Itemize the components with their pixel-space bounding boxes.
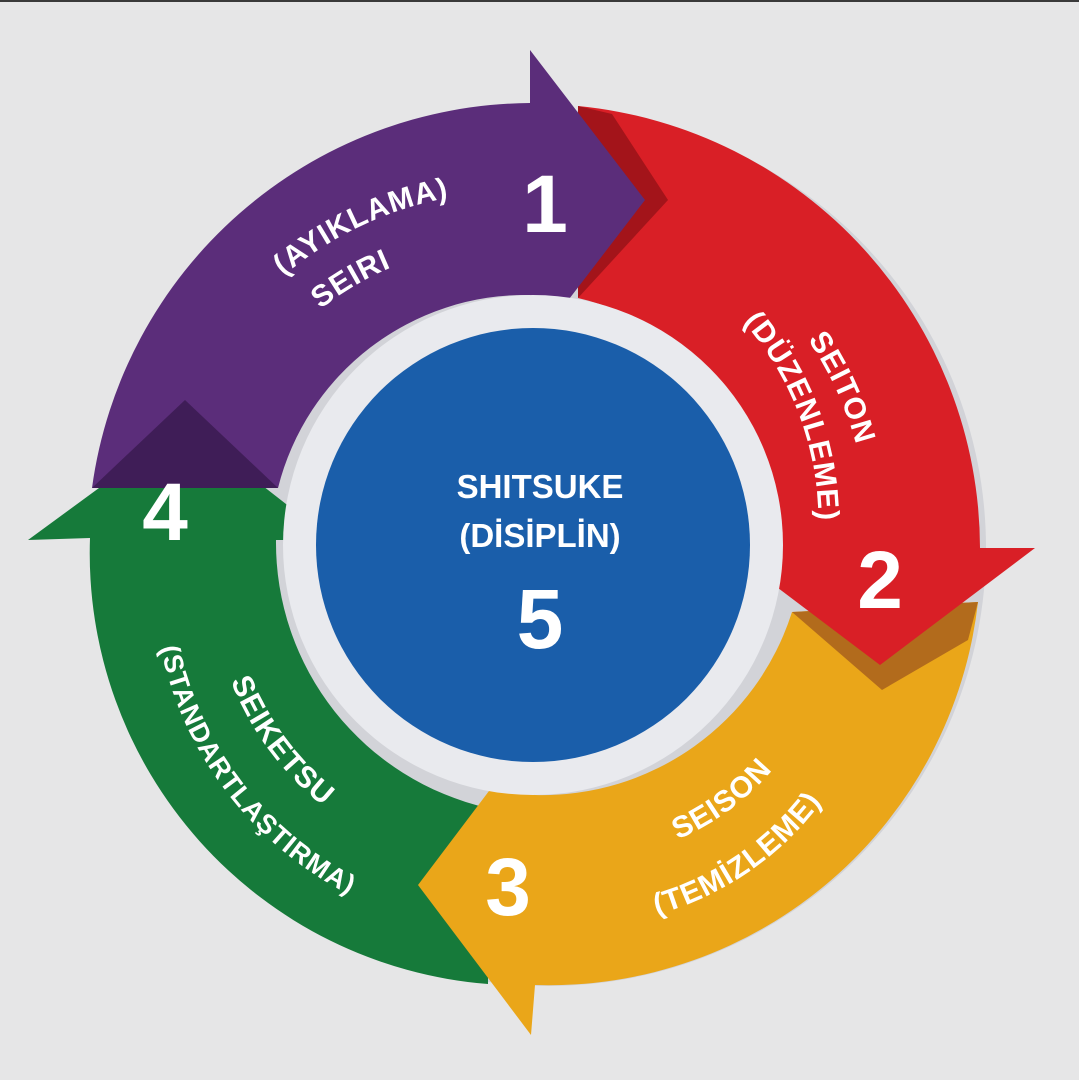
step-4-arrow xyxy=(28,425,488,984)
step-3-number: 3 xyxy=(485,842,531,933)
center-subtitle: (DİSİPLİN) xyxy=(459,517,620,554)
step-4-number: 4 xyxy=(142,467,188,558)
step-3-arrow xyxy=(418,602,978,1035)
step-1-arrow xyxy=(92,50,645,488)
step-1-number: 1 xyxy=(522,159,568,250)
center-number: 5 xyxy=(517,572,564,666)
center-circle xyxy=(316,328,750,762)
step-2-arrow xyxy=(578,106,1035,665)
step-1-segment xyxy=(92,50,645,488)
step-4-segment xyxy=(28,425,488,984)
top-border xyxy=(0,0,1079,2)
step-1-fold-shadow xyxy=(92,400,278,488)
center-title: SHITSUKE xyxy=(457,468,624,505)
step-2-number: 2 xyxy=(857,535,903,626)
